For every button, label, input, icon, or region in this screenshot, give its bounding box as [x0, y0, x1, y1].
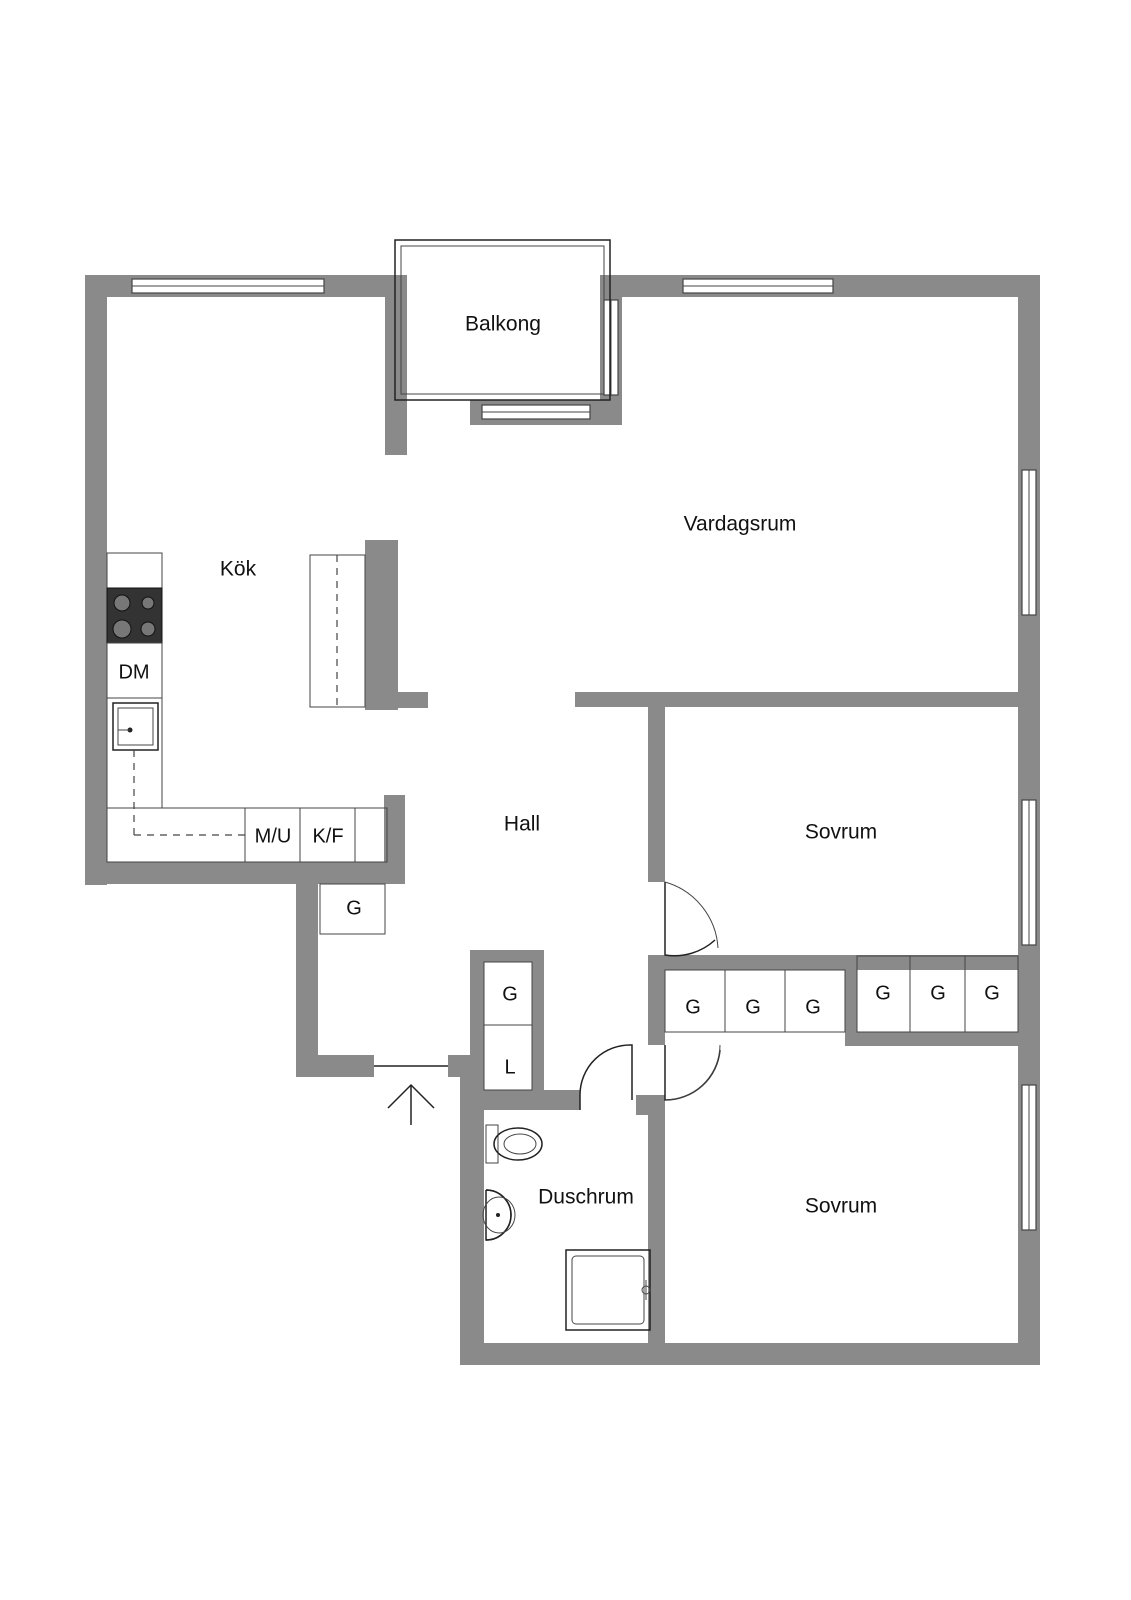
label-wardrobe-1: G: [685, 996, 701, 1018]
label-linen: L: [504, 1056, 515, 1078]
kitchen-counter: [106, 552, 388, 863]
entrance-arrow-icon: [387, 1083, 435, 1125]
label-wardrobe-3: G: [805, 996, 821, 1018]
label-wardrobe-hall-2: G: [502, 983, 518, 1005]
room-label-hall: Hall: [504, 813, 540, 836]
doors: [374, 881, 721, 1110]
room-label-balcony: Balkong: [465, 313, 541, 336]
label-wardrobe-6: G: [984, 982, 1000, 1004]
shower-icon: [565, 1249, 651, 1331]
hall-closets: [483, 961, 533, 1091]
washbasin-icon: [482, 1189, 516, 1241]
room-label-bedroom-1: Sovrum: [805, 821, 877, 844]
hall-wardrobe: [319, 883, 386, 935]
room-label-shower-room: Duschrum: [538, 1186, 634, 1209]
toilet-icon: [485, 1124, 543, 1164]
label-wardrobe-hall: G: [346, 897, 362, 919]
bedroom-closets: [664, 955, 1019, 1033]
label-wardrobe-2: G: [745, 996, 761, 1018]
room-label-living-room: Vardagsrum: [684, 513, 797, 536]
sink-icon: [112, 702, 159, 751]
windows: [131, 278, 1037, 1231]
label-wardrobe-4: G: [875, 982, 891, 1004]
room-label-bedroom-2: Sovrum: [805, 1195, 877, 1218]
balcony: [394, 239, 611, 401]
label-fridge-freezer: K/F: [312, 825, 343, 847]
kitchen-island: [309, 554, 366, 708]
label-microwave-oven: M/U: [255, 825, 292, 847]
label-dishwasher: DM: [118, 661, 149, 683]
room-label-kitchen: Kök: [220, 558, 257, 581]
label-wardrobe-5: G: [930, 982, 946, 1004]
bathroom-fixtures: [482, 1124, 651, 1331]
